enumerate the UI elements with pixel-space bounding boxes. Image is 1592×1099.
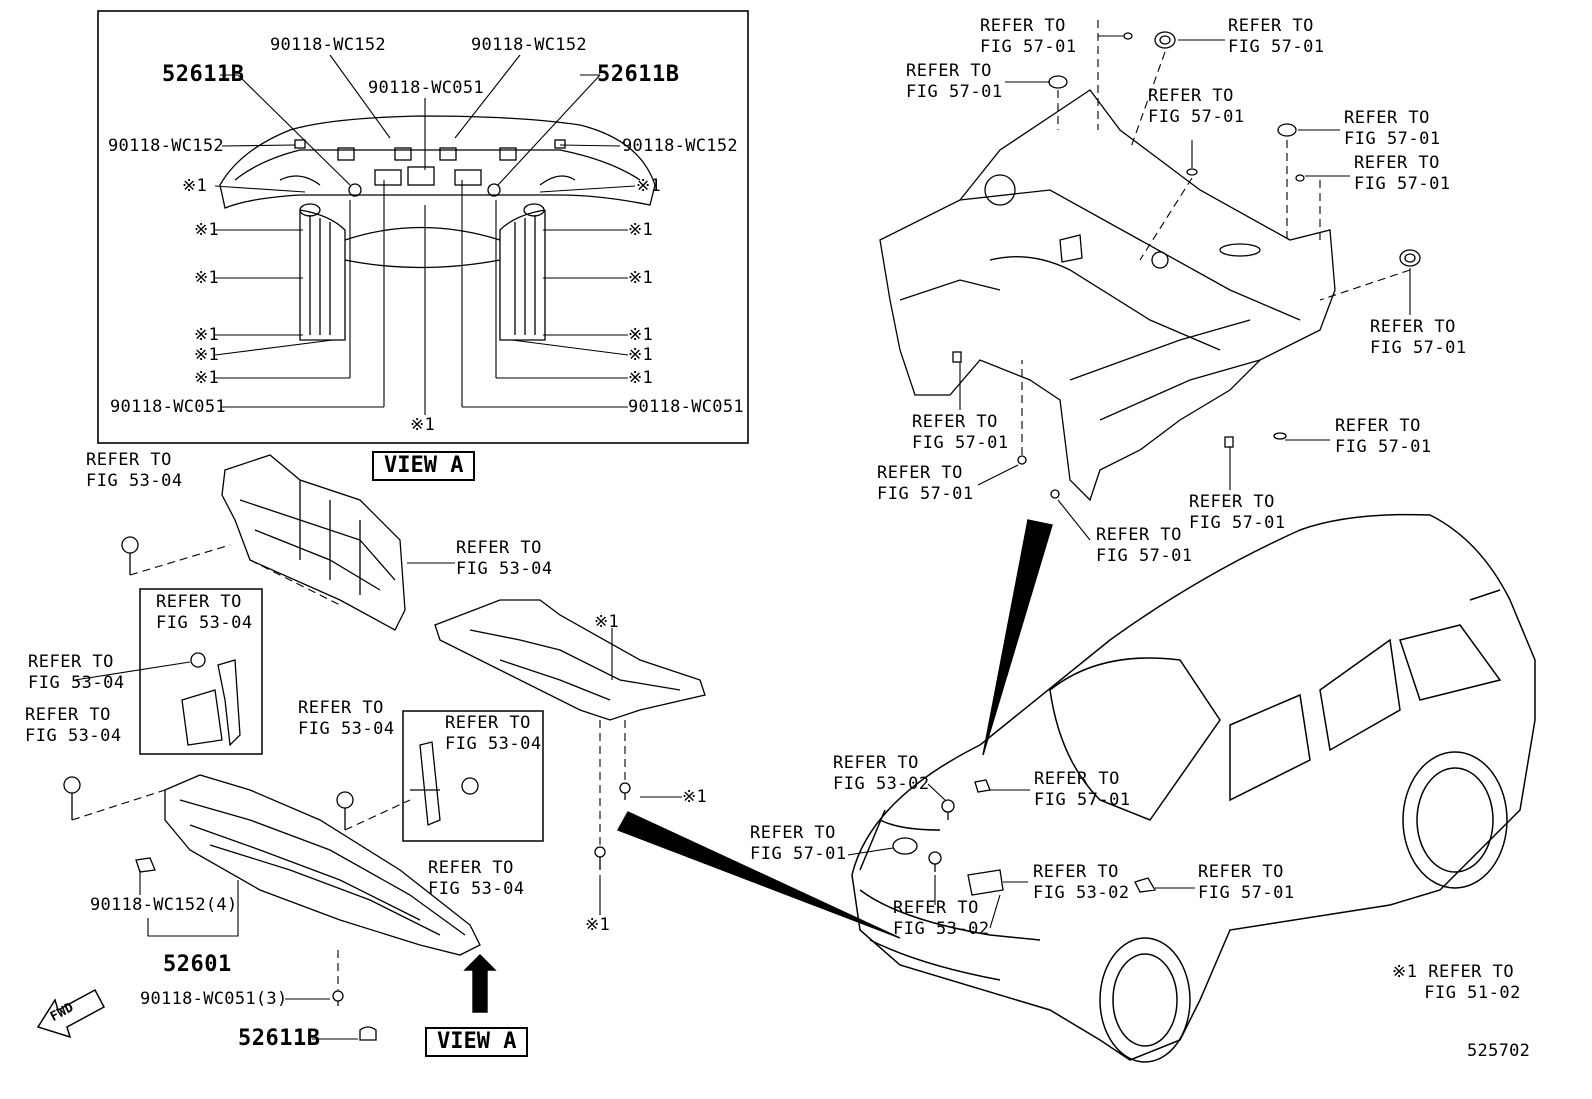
leaders-left (74, 562, 682, 1040)
inset-label-wc152-right: 90118-WC152 (622, 136, 738, 156)
mark-1: ※1 (682, 787, 708, 807)
mark-1: ※1 (585, 915, 611, 935)
inset-label-wc051-right: 90118-WC051 (628, 397, 744, 417)
frame-leaders (959, 35, 1411, 541)
inset-mark: ※1 (628, 325, 654, 345)
front-cover-drawing (164, 774, 481, 956)
inset-label-wc051-left: 90118-WC051 (110, 397, 226, 417)
lower-shield-drawing (434, 599, 706, 721)
inset-label-wc152-top-right: 90118-WC152 (471, 35, 587, 55)
view-a-arrow (463, 954, 497, 1013)
vehicle-leaders (847, 783, 1195, 929)
dashed-connectors (71, 544, 626, 990)
inset-mark: ※1 (410, 415, 436, 435)
bracket-box-1 (139, 588, 263, 755)
inset-leaders (214, 54, 636, 415)
view-a-caption: VIEW A (372, 451, 476, 481)
view-a-arrow-caption: VIEW A (425, 1027, 529, 1057)
fasteners-left (63, 536, 631, 1041)
inset-mark: ※1 (628, 220, 654, 240)
inset-label-wc152-left: 90118-WC152 (108, 136, 224, 156)
inset-mark: ※1 (628, 268, 654, 288)
mark-1: ※1 (594, 612, 620, 632)
upper-shield-drawing (221, 454, 406, 631)
inset-label-wc152-top-left: 90118-WC152 (270, 35, 386, 55)
inset-mark: ※1 (628, 345, 654, 365)
inset-mark: ※1 (182, 176, 208, 196)
footnote: ※1 REFER TO FIG 51-02 (1392, 962, 1521, 1003)
inset-label-52611b-right: 52611B (597, 62, 680, 87)
diagram-id: 525702 (1467, 1041, 1531, 1061)
view-a-frame (97, 10, 749, 444)
inset-mark: ※1 (194, 325, 220, 345)
label-wc051-3: 90118-WC051(3) (140, 989, 288, 1009)
label-52611b: 52611B (238, 1026, 321, 1051)
bracket-box-2 (402, 710, 544, 842)
grommets-top (952, 31, 1421, 499)
fwd-arrow (36, 988, 106, 1039)
label-52601: 52601 (163, 952, 232, 977)
inset-mark: ※1 (194, 368, 220, 388)
pointer-wedge-frame (982, 519, 1053, 756)
vehicle-drawing (851, 513, 1536, 1063)
pointer-wedge-shield (616, 811, 901, 939)
body-frame-drawing (879, 89, 1336, 502)
frame-dashed (1021, 20, 1411, 455)
inset-cover-drawing (219, 115, 656, 341)
label-wc152-4: 90118-WC152(4) (90, 895, 238, 915)
inset-mark: ※1 (636, 176, 662, 196)
inset-mark: ※1 (194, 345, 220, 365)
inset-mark: ※1 (194, 220, 220, 240)
inset-mark: ※1 (194, 268, 220, 288)
inset-label-52611b-left: 52611B (162, 62, 245, 87)
inset-mark: ※1 (628, 368, 654, 388)
brackets (181, 659, 441, 826)
inset-label-wc051-top: 90118-WC051 (368, 78, 484, 98)
